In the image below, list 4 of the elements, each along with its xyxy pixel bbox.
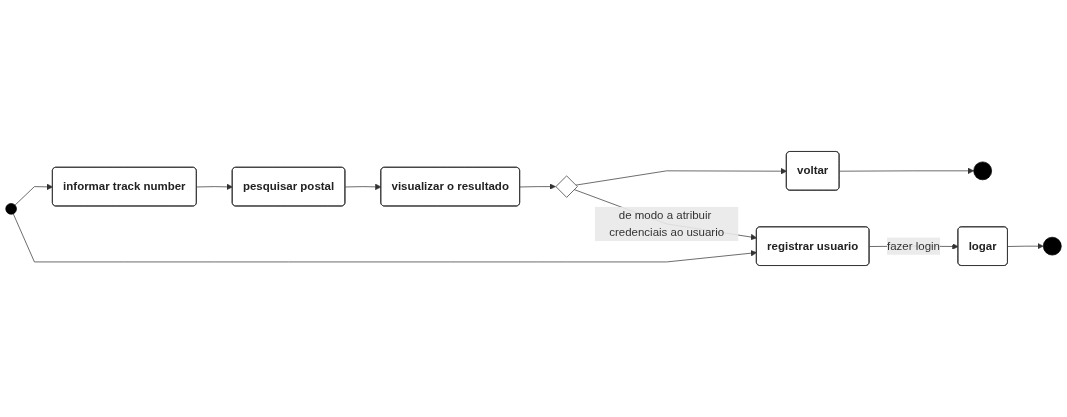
edge-label: de modo a atribuir credenciais ao usuario: [609, 208, 725, 239]
node-circle: [5, 203, 17, 215]
node-diamond: [555, 175, 578, 198]
edge-label: fazer login: [887, 239, 940, 252]
